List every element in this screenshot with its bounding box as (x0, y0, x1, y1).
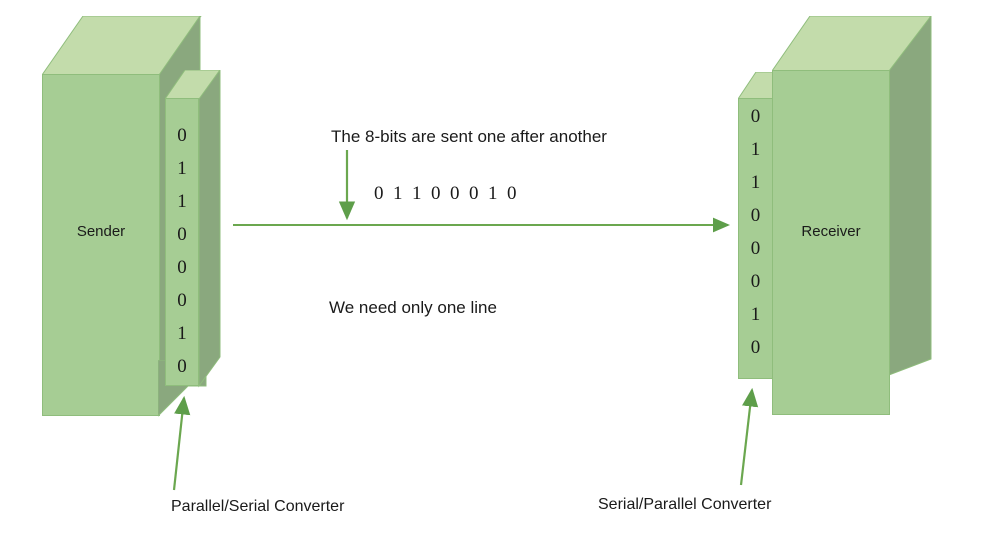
sender-bit-6: 1 (177, 323, 187, 344)
receiver-bit-column-front-face (738, 98, 773, 379)
receiver-bit-7: 0 (750, 337, 761, 358)
receiver-bit-3: 0 (750, 205, 761, 226)
sender-bit-7: 0 (177, 356, 187, 377)
receiver-bit-5: 0 (750, 271, 761, 292)
receiver-bit-1: 1 (750, 139, 761, 160)
sender-bit-0: 0 (177, 125, 187, 146)
receiver-side-face (888, 16, 934, 376)
sender-bit-column-side-face (198, 70, 224, 390)
sender-bit-1: 1 (177, 158, 187, 179)
receiver-bit-column: 0 1 1 0 0 0 1 0 (738, 100, 773, 364)
receiver-bit-0: 0 (750, 106, 761, 127)
sender-bit-4: 0 (177, 257, 187, 278)
serial-bit-stream: 0 1 1 0 0 0 1 0 (374, 183, 517, 204)
receiver-bit-6: 1 (750, 304, 761, 325)
eight-bits-note: The 8-bits are sent one after another (331, 127, 607, 146)
sender-bit-2: 1 (177, 191, 187, 212)
serial-parallel-pointer-arrow (739, 387, 759, 486)
sender-bit-3: 0 (177, 224, 187, 245)
receiver-bit-2: 1 (750, 172, 761, 193)
sender-bit-column: 0 1 1 0 0 0 1 0 (165, 119, 199, 383)
receiver-front-face (772, 70, 890, 415)
parallel-serial-converter-label: Parallel/Serial Converter (171, 498, 345, 515)
sender-label: Sender (76, 223, 126, 240)
receiver-label: Receiver (801, 223, 861, 240)
serial-parallel-converter-label: Serial/Parallel Converter (598, 496, 772, 513)
sender-bit-5: 0 (177, 290, 187, 311)
sender-front-face (42, 74, 160, 416)
sender-bit-column-front-face (165, 98, 199, 386)
one-line-note: We need only one line (329, 298, 497, 317)
receiver-bit-4: 0 (750, 238, 761, 259)
